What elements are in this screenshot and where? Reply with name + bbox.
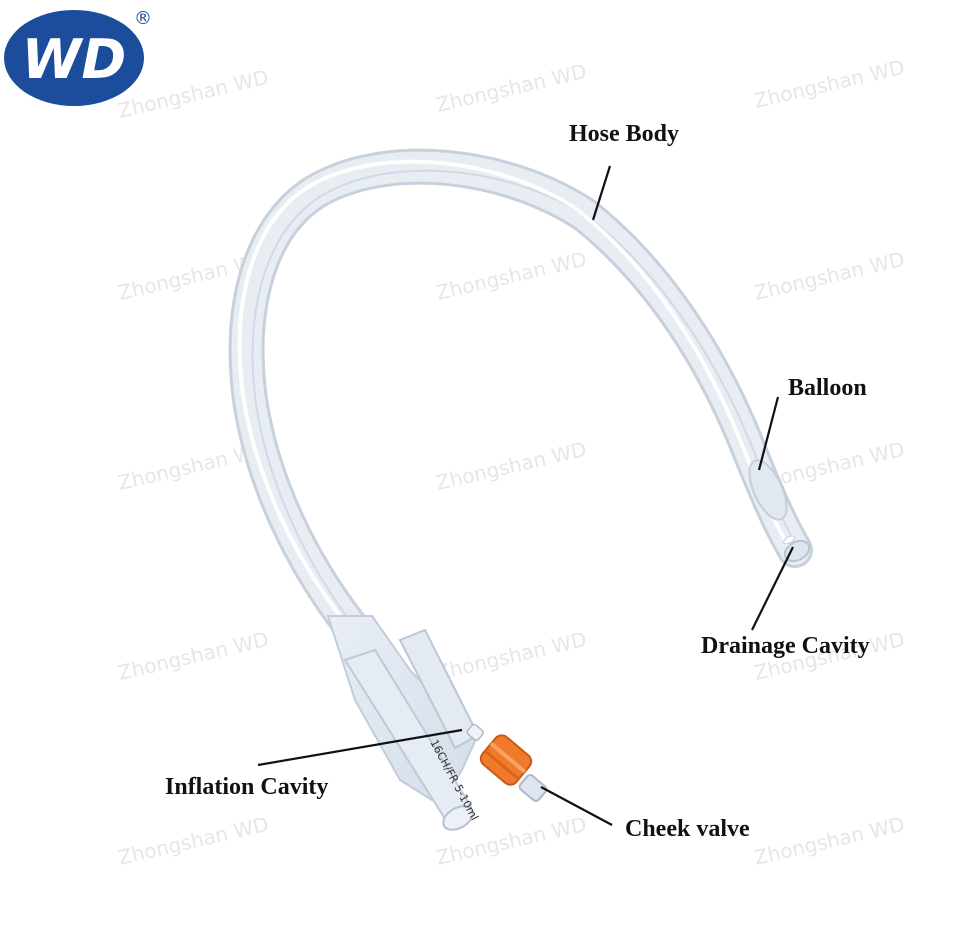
watermark-text: Zhongshan WD bbox=[116, 812, 271, 870]
funnel-opening bbox=[442, 805, 474, 831]
balloon bbox=[748, 459, 788, 521]
check-valve bbox=[466, 723, 548, 802]
tube-highlight bbox=[237, 159, 790, 622]
leader-lines bbox=[257, 165, 794, 826]
leader-line-check-valve bbox=[540, 786, 613, 826]
valve-rib bbox=[484, 749, 520, 781]
label-drainage-cavity: Drainage Cavity bbox=[701, 633, 870, 659]
leader-line-balloon bbox=[757, 396, 780, 471]
drainage-tip bbox=[783, 539, 811, 563]
watermark-text: Zhongshan WD bbox=[752, 247, 907, 305]
valve-rib bbox=[489, 742, 527, 774]
watermark-text: Zhongshan WD bbox=[116, 627, 271, 685]
watermark-text: Zhongshan WD bbox=[434, 247, 589, 305]
label-check-valve: Cheek valve bbox=[625, 816, 750, 842]
watermark-text: Zhongshan WD bbox=[434, 59, 589, 117]
logo-text: WD bbox=[22, 28, 126, 91]
leader-line-hose-body bbox=[591, 165, 612, 221]
inner-lumen-line bbox=[251, 169, 802, 630]
registered-mark: ® bbox=[134, 8, 152, 29]
watermark-text: Zhongshan WD bbox=[434, 627, 589, 685]
watermark-text: Zhongshan WD bbox=[752, 55, 907, 113]
leader-line-inflation-cavity bbox=[257, 728, 463, 767]
watermark-text: Zhongshan WD bbox=[434, 437, 589, 495]
valve-tip bbox=[518, 774, 548, 802]
watermark-text: Zhongshan WD bbox=[752, 812, 907, 870]
catheter: 16CH/FR 5-10ml bbox=[228, 148, 813, 831]
valve-collar bbox=[466, 723, 484, 741]
leader-line-drainage-cavity bbox=[751, 546, 794, 631]
drainage-eye bbox=[783, 535, 795, 545]
brand-logo: WD ® bbox=[4, 8, 152, 106]
label-balloon: Balloon bbox=[788, 375, 867, 401]
label-inflation-cavity: Inflation Cavity bbox=[165, 774, 329, 800]
logo-oval bbox=[4, 10, 144, 106]
label-hose-body: Hose Body bbox=[569, 121, 680, 147]
hose-body bbox=[231, 151, 810, 640]
